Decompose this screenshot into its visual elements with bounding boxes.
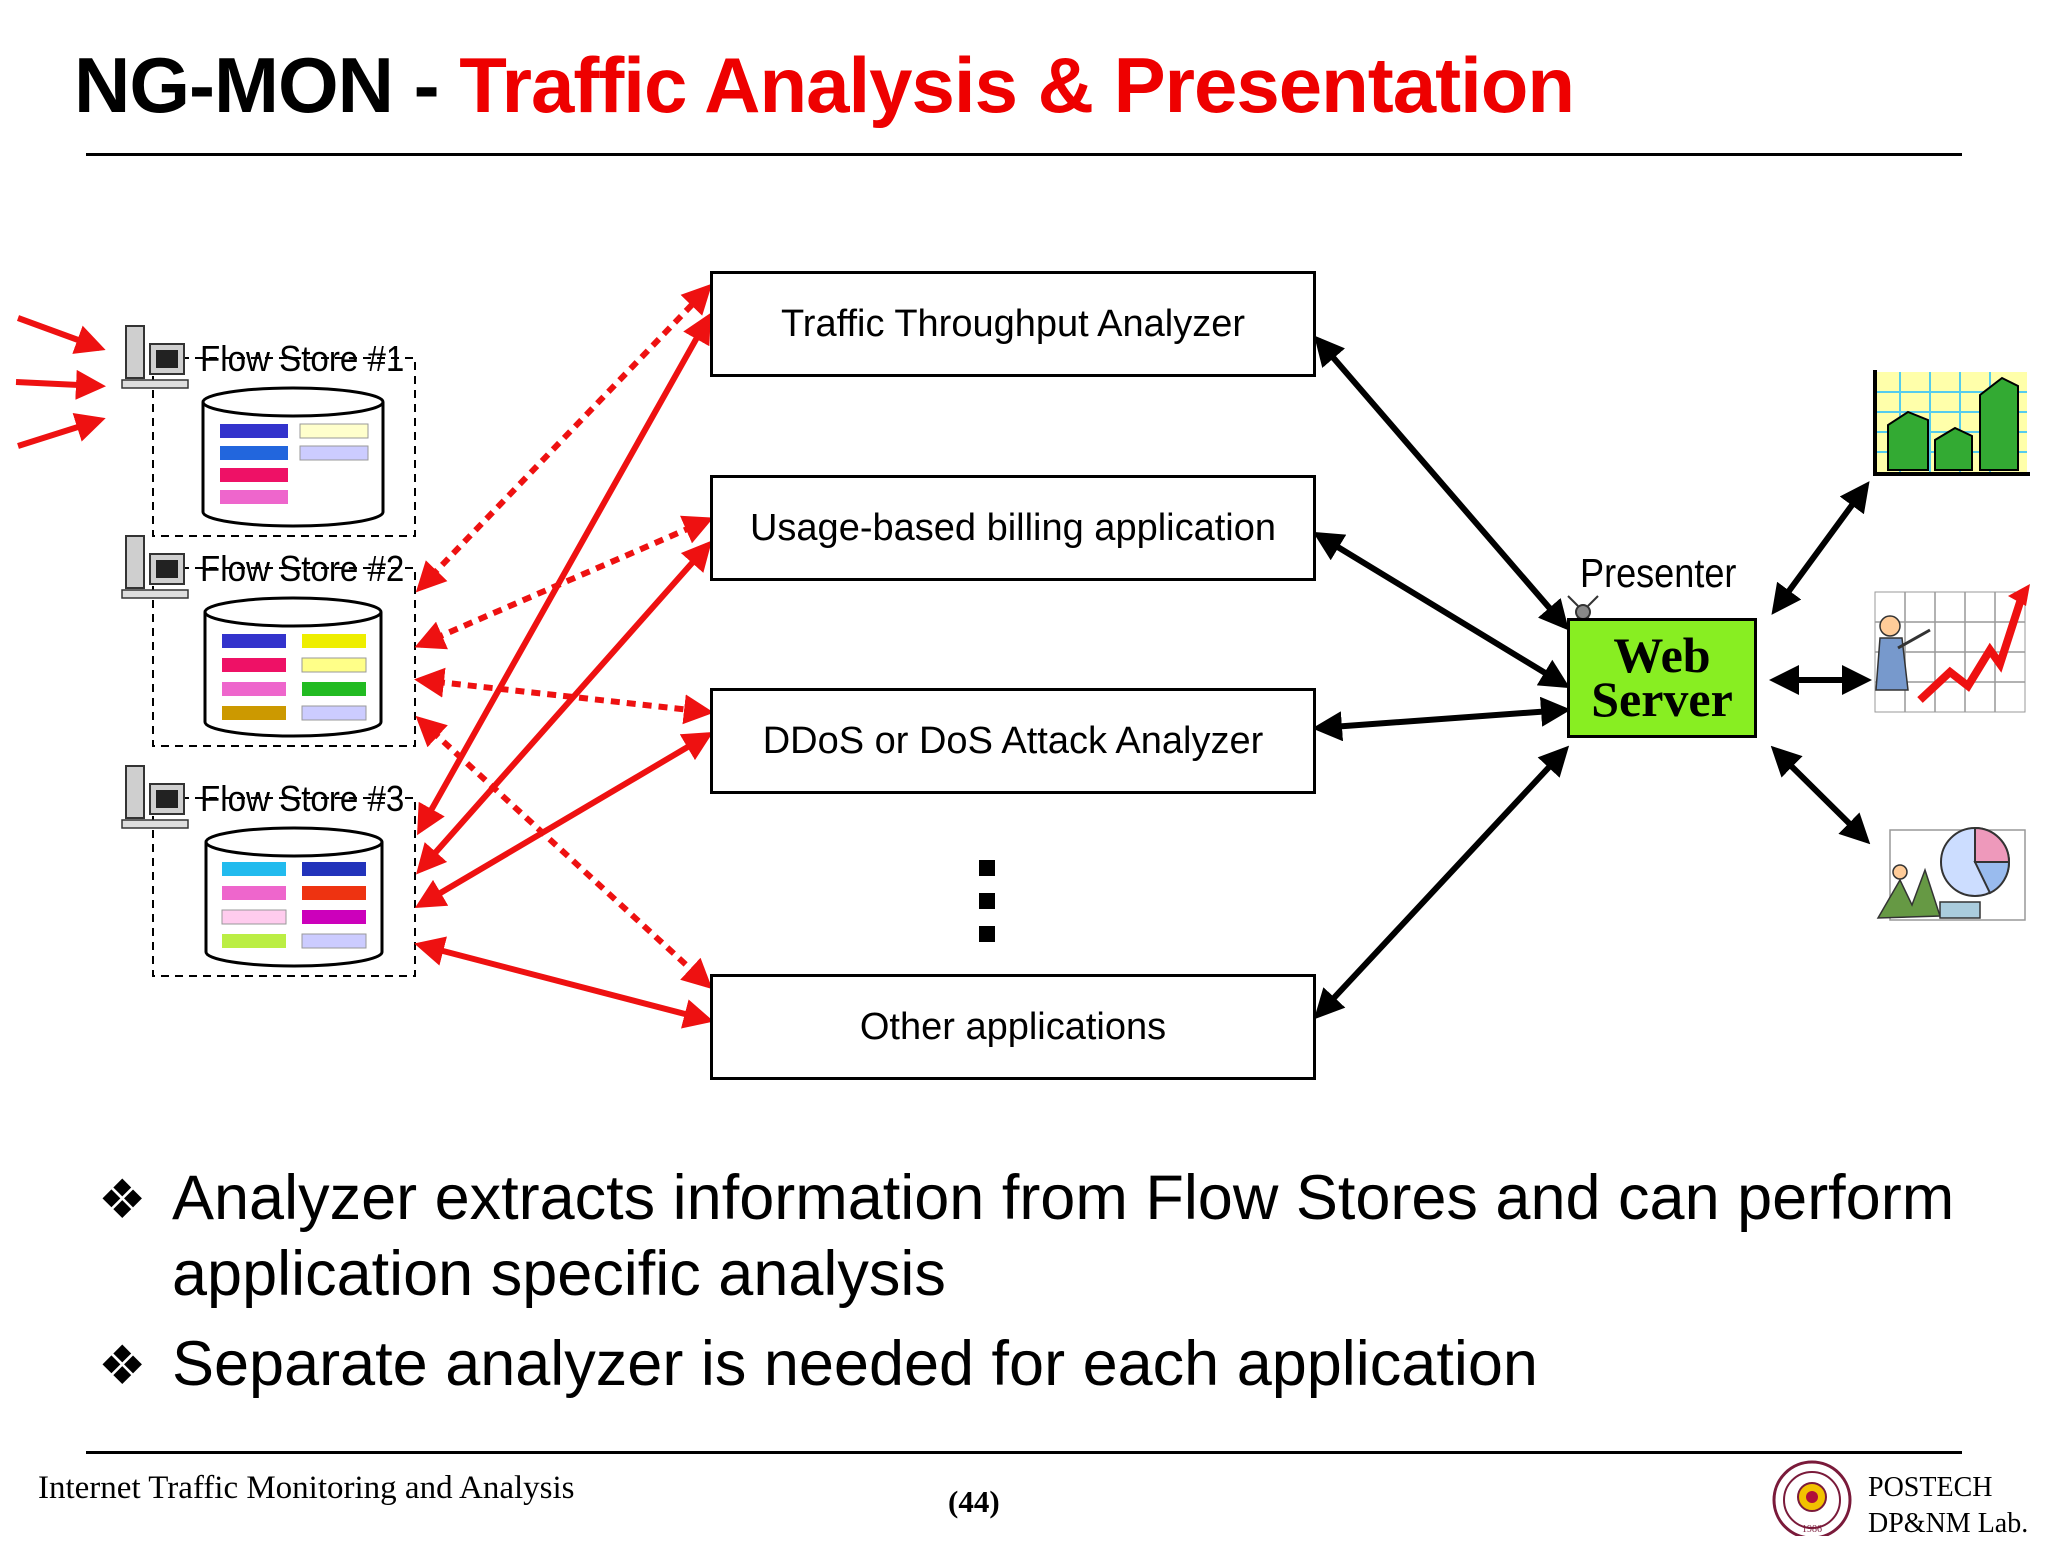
computer-icon [121,535,189,599]
solid-arrow-fs3-other [414,936,714,1029]
bullet-text: Separate analyzer is needed for each app… [172,1329,1538,1399]
solid-arrow-fs3-tta [417,312,711,836]
flow-store-3-label: Flow Store #3 [200,778,405,819]
incoming-arrow-1 [16,315,106,354]
dotted-arrow-fs2-tta [415,283,713,593]
analyzer-label: Other applications [859,1005,1167,1048]
ddos-analyzer-box: DDoS or DoS Attack Analyzer [710,688,1316,794]
presenter-chart-icon [1874,584,2030,713]
analyzer-label: Usage-based billing application [749,506,1276,549]
black-arrow-server-chart3 [1770,745,1871,845]
other-applications-box: Other applications [710,974,1316,1080]
footer-lab-name: POSTECH DP&NM Lab. [1868,1470,2028,1542]
database-icon [204,826,384,968]
footer-lab-line2: DP&NM Lab. [1868,1508,2029,1539]
computer-icon [121,765,189,829]
ellipsis-dot [979,926,995,942]
page-number: (44) [948,1484,1000,1519]
presenter-label: Presenter [1580,550,1737,596]
analyzer-label: DDoS or DoS Attack Analyzer [762,719,1264,762]
bullet-text: Analyzer extracts information from Flow … [172,1163,1955,1309]
footer-course-title: Internet Traffic Monitoring and Analysis [38,1470,575,1506]
incoming-arrow-3 [17,412,106,449]
footer-lab-line1: POSTECH [1868,1472,1993,1503]
flow-store-1-container [152,357,416,537]
bullet-diamond-icon: ❖ [98,1170,147,1230]
footer-rule [86,1451,1962,1454]
usage-billing-box: Usage-based billing application [710,475,1316,581]
solid-arrow-fs3-ddos [414,731,714,909]
postech-seal-icon: 1986 [1772,1460,1852,1536]
analyzer-label: Traffic Throughput Analyzer [781,302,1245,345]
title-prefix: NG-MON - [74,41,460,129]
black-arrow-ddos-server [1312,696,1571,742]
black-arrow-tta-server [1314,335,1569,631]
computer-icon [121,325,189,389]
bullet-item: ❖ Separate analyzer is needed for each ap… [98,1326,1958,1402]
web-server-line2: Server [1591,671,1733,727]
incoming-arrow-2 [15,369,106,400]
flow-store-2-container [152,567,416,747]
title-rule [86,153,1962,156]
ellipsis-dot [979,860,995,876]
traffic-throughput-analyzer-box: Traffic Throughput Analyzer [710,271,1316,377]
bullet-item: ❖ Analyzer extracts information from Flow… [98,1160,1958,1312]
seal-year: 1986 [1802,1524,1822,1535]
title-accent: Traffic Analysis & Presentation [459,41,1575,129]
black-arrow-billing-server [1312,531,1571,689]
pie-chart-icon [1876,826,2026,921]
web-server-line1: Web [1613,627,1711,683]
bullet-diamond-icon: ❖ [98,1336,147,1396]
ellipsis-dot [979,893,995,909]
bullet-list: ❖ Analyzer extracts information from Flow… [98,1160,1958,1416]
money-bar-chart-icon [1873,370,2030,476]
web-server-box: Web Server [1567,618,1757,738]
database-icon [203,596,383,738]
black-arrow-other-server [1313,745,1570,1020]
flow-store-1-label: Flow Store #1 [200,338,405,379]
black-arrow-server-chart1 [1771,481,1870,615]
slide-title: NG-MON - Traffic Analysis & Presentation [74,40,1575,131]
database-icon [201,386,385,528]
flow-store-2-label: Flow Store #2 [200,548,405,589]
